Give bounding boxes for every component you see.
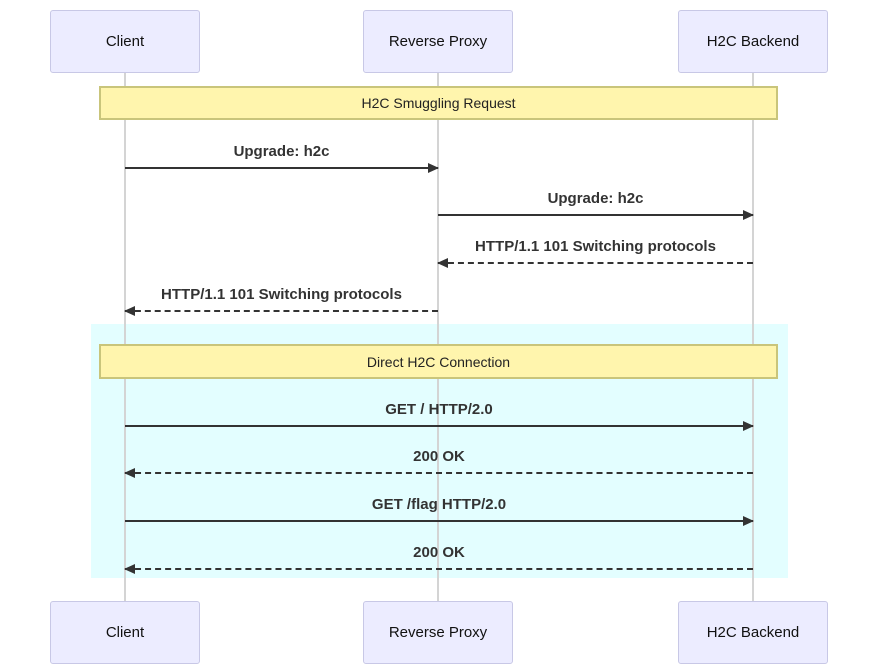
message-label: 200 OK: [413, 448, 465, 465]
actor-client-top: Client: [50, 10, 200, 73]
arrow-line: [437, 258, 753, 268]
message-label: GET / HTTP/2.0: [385, 401, 493, 418]
lifeline-reverse-proxy: [437, 73, 439, 601]
sequence-message: Upgrade: h2c: [125, 142, 439, 173]
note-h2c-smuggling-request: H2C Smuggling Request: [99, 86, 778, 120]
message-label: HTTP/1.1 101 Switching protocols: [475, 238, 716, 255]
lifeline-h2c-backend: [752, 73, 754, 601]
sequence-message: 200 OK: [124, 447, 753, 478]
sequence-message: HTTP/1.1 101 Switching protocols: [437, 237, 753, 268]
note-label: H2C Smuggling Request: [361, 95, 516, 111]
actor-label: Reverse Proxy: [388, 33, 488, 50]
arrow-line: [125, 163, 439, 173]
arrowhead-right-icon: [743, 516, 754, 526]
message-label: GET /flag HTTP/2.0: [371, 496, 507, 513]
actor-reverse-proxy-bottom: Reverse Proxy: [363, 601, 513, 664]
arrow-line: [124, 564, 753, 574]
actor-h2c-backend-top: H2C Backend: [678, 10, 828, 73]
arrow-line: [124, 468, 753, 478]
message-label: Upgrade: h2c: [547, 190, 644, 207]
sequence-message: Upgrade: h2c: [438, 189, 754, 220]
lifeline-client: [124, 73, 126, 601]
actor-reverse-proxy-top: Reverse Proxy: [363, 10, 513, 73]
arrowhead-right-icon: [743, 421, 754, 431]
sequence-message: GET / HTTP/2.0: [125, 400, 754, 431]
sequence-message: GET /flag HTTP/2.0: [125, 495, 754, 526]
actor-label: H2C Backend: [706, 624, 800, 641]
arrowhead-left-icon: [124, 564, 135, 574]
arrowhead-right-icon: [743, 210, 754, 220]
actor-label: H2C Backend: [706, 33, 800, 50]
note-label: Direct H2C Connection: [366, 353, 511, 370]
arrowhead-left-icon: [124, 468, 135, 478]
arrow-line: [438, 210, 754, 220]
actor-h2c-backend-bottom: H2C Backend: [678, 601, 828, 664]
message-label: Upgrade: h2c: [233, 143, 330, 160]
arrow-line: [125, 516, 754, 526]
actor-label: Client: [105, 624, 145, 641]
actor-label: Reverse Proxy: [388, 624, 488, 641]
arrow-line: [125, 421, 754, 431]
arrowhead-left-icon: [437, 258, 448, 268]
actor-label: Client: [105, 33, 145, 50]
message-label: HTTP/1.1 101 Switching protocols: [161, 286, 402, 303]
sequence-message: 200 OK: [124, 543, 753, 574]
note-direct-h2c-connection: Direct H2C Connection: [99, 344, 778, 379]
arrowhead-right-icon: [428, 163, 439, 173]
arrowhead-left-icon: [124, 306, 135, 316]
actor-client-bottom: Client: [50, 601, 200, 664]
arrow-line: [124, 306, 438, 316]
message-label: 200 OK: [413, 544, 465, 561]
sequence-message: HTTP/1.1 101 Switching protocols: [124, 285, 438, 316]
